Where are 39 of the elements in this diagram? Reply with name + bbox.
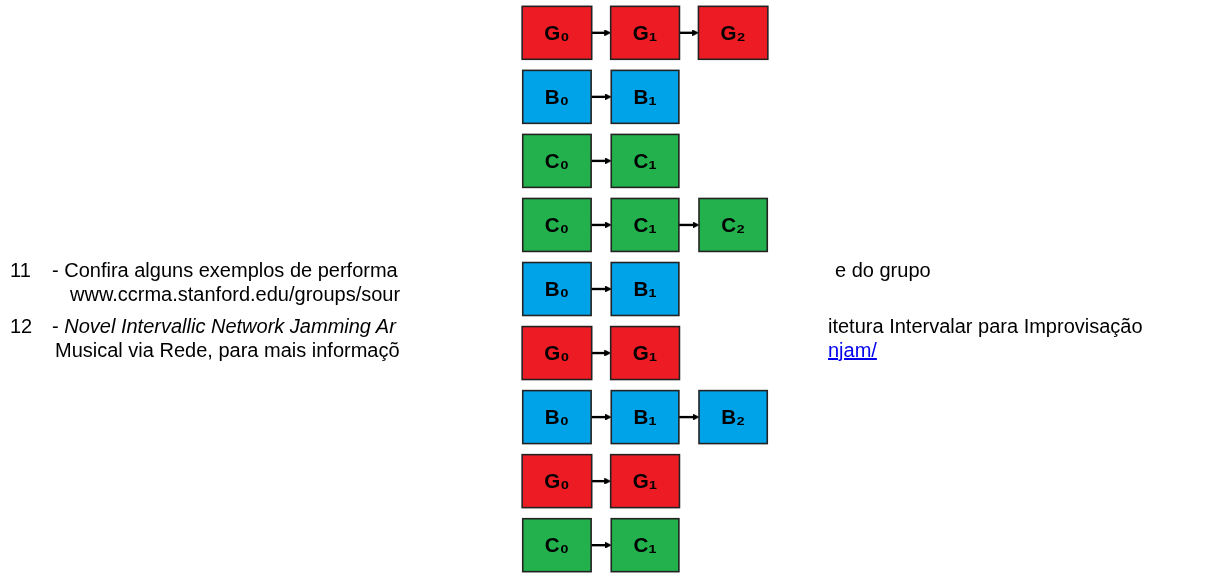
arrow xyxy=(591,157,612,165)
node-box: B₀ xyxy=(521,261,592,317)
node-box: G₀ xyxy=(521,5,593,61)
node-box: B₀ xyxy=(521,389,592,445)
node-box: C₁ xyxy=(610,133,680,189)
node-box: G₂ xyxy=(697,5,769,61)
footnote-text: - Confira alguns exemplos de performa xyxy=(52,258,398,282)
arrow xyxy=(678,221,700,229)
node-box: C₀ xyxy=(521,133,592,189)
node-box: G₀ xyxy=(521,453,593,509)
arrow xyxy=(591,349,611,357)
node-box: C₀ xyxy=(521,197,592,253)
node-box: B₁ xyxy=(610,261,680,317)
footnote-text: e do grupo xyxy=(835,258,931,282)
footnote-number: 11 xyxy=(10,258,31,282)
node-box: G₁ xyxy=(609,5,681,61)
arrow xyxy=(591,413,612,421)
footnote-text: www.ccrma.stanford.edu/groups/sour xyxy=(70,282,401,306)
node-box: B₁ xyxy=(610,389,680,445)
node-box: G₀ xyxy=(521,325,593,381)
node-box: C₁ xyxy=(610,197,680,253)
footnote-text: Musical via Rede, para mais informaçõ xyxy=(55,338,400,362)
footnote-text: itetura Intervalar para Improvisação xyxy=(828,314,1143,338)
arrow xyxy=(678,413,700,421)
node-box: C₁ xyxy=(610,517,680,573)
node-box: C₀ xyxy=(521,517,592,573)
link: njam/ xyxy=(828,338,877,362)
arrow xyxy=(591,285,612,293)
node-box: G₁ xyxy=(609,325,681,381)
node-box: B₂ xyxy=(698,389,769,445)
node-box: B₀ xyxy=(521,69,592,125)
node-box: B₁ xyxy=(610,69,680,125)
footnote-text: - Novel Intervallic Network Jamming Ar xyxy=(52,314,396,338)
arrow xyxy=(591,541,612,549)
arrow xyxy=(591,93,612,101)
footnote-number: 12 xyxy=(10,314,33,338)
node-box: G₁ xyxy=(609,453,681,509)
arrow xyxy=(591,221,612,229)
node-box: C₂ xyxy=(698,197,769,253)
